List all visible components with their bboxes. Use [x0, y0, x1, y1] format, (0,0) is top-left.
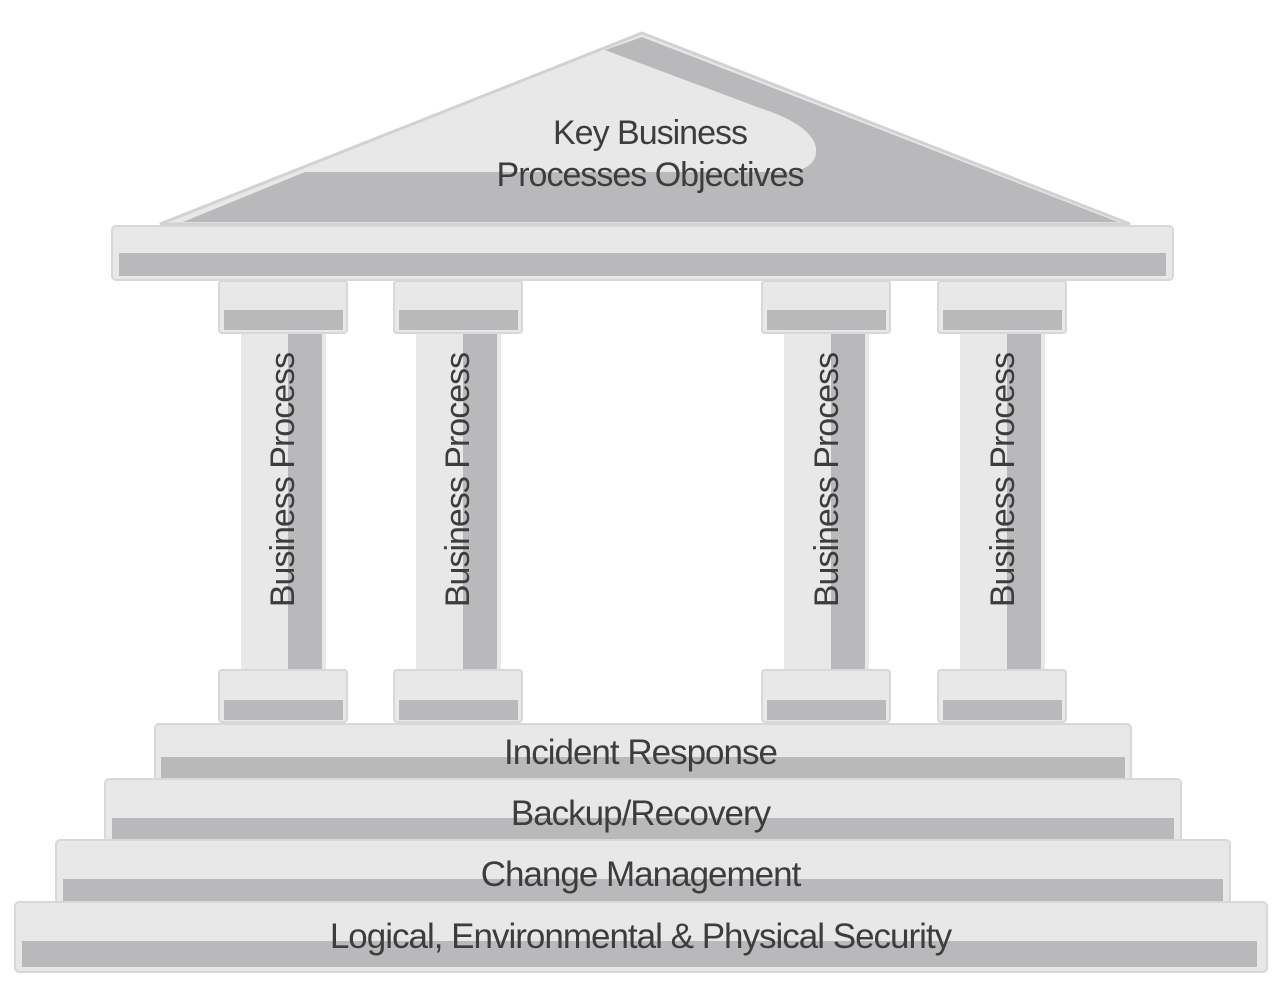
step-4-label: Logical, Environmental & Physical Securi… [329, 917, 952, 956]
roof-title-line-1: Key Business [553, 114, 748, 152]
pillar-1 [218, 280, 348, 723]
step-1 [154, 723, 1132, 781]
step-1-label: Incident Response [504, 733, 778, 772]
step-3-label: Change Management [480, 855, 802, 894]
pillar-4-label: Business Process [984, 352, 1022, 608]
pillar-3 [761, 280, 891, 723]
pillar-3-label: Business Process [808, 352, 846, 608]
step-2 [104, 778, 1182, 842]
roof-title-line-2: Processes Objectives [496, 156, 805, 194]
step-2-label: Backup/Recovery [510, 794, 771, 833]
roof-title: Key Business Processes Objectives [440, 112, 860, 196]
step-3 [55, 839, 1231, 904]
pillar-4 [937, 280, 1067, 723]
pillar-1-label: Business Process [264, 352, 302, 608]
step-4 [14, 901, 1268, 973]
entablature [111, 225, 1174, 281]
pillar-2-label: Business Process [439, 352, 477, 608]
roof [159, 31, 1131, 226]
pillar-2 [393, 280, 523, 723]
